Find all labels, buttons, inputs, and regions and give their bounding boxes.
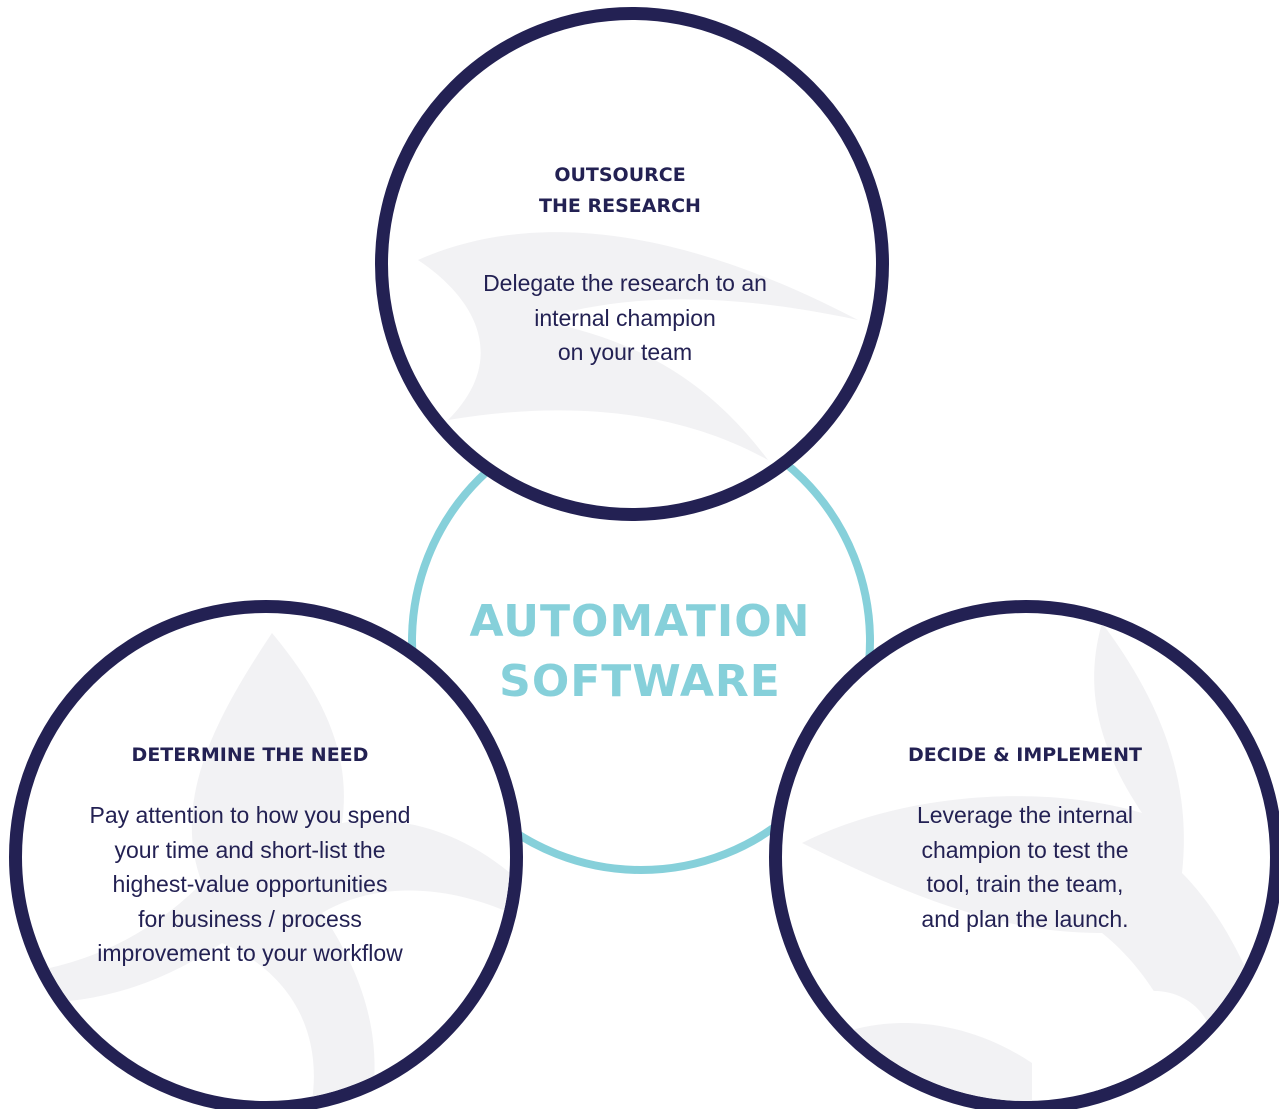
- center-title: AUTOMATION SOFTWARE: [440, 592, 840, 712]
- step-description-line: improvement to your workflow: [97, 940, 403, 966]
- step-description-line: your time and short-list the: [114, 836, 386, 863]
- step-title-line: DECIDE & IMPLEMENT: [907, 744, 1143, 766]
- step-description-line: tool, train the team,: [926, 871, 1124, 897]
- step-title-determine: DETERMINE THE NEED: [80, 740, 420, 771]
- step-description-determine: Pay attention to how you spend your time…: [40, 798, 460, 971]
- step-description-outsource: Delegate the research to an internal cha…: [425, 266, 825, 370]
- step-description-line: for business / process: [138, 905, 362, 932]
- step-description-line: on your team: [557, 339, 693, 365]
- step-title-outsource: OUTSOURCE THE RESEARCH: [470, 160, 770, 222]
- step-description-line: highest-value opportunities: [112, 871, 388, 897]
- step-description-decide: Leverage the internal champion to test t…: [845, 798, 1205, 936]
- step-title-line: OUTSOURCE: [554, 164, 686, 186]
- step-description-line: Pay attention to how you spend: [89, 802, 411, 828]
- step-description-line: internal champion: [534, 304, 716, 331]
- circle-outsource-research: [375, 7, 889, 521]
- step-description-line: and plan the launch.: [921, 905, 1129, 932]
- step-description-line: champion to test the: [921, 836, 1129, 863]
- step-title-line: DETERMINE THE NEED: [131, 744, 369, 766]
- center-title-line: SOFTWARE: [499, 656, 781, 707]
- step-title-line: THE RESEARCH: [539, 195, 701, 217]
- step-description-line: Delegate the research to an: [483, 270, 767, 296]
- watermark-swoosh-icon: [418, 232, 858, 460]
- step-description-line: Leverage the internal: [916, 802, 1134, 828]
- center-title-line: AUTOMATION: [469, 596, 811, 647]
- step-title-decide: DECIDE & IMPLEMENT: [855, 740, 1195, 771]
